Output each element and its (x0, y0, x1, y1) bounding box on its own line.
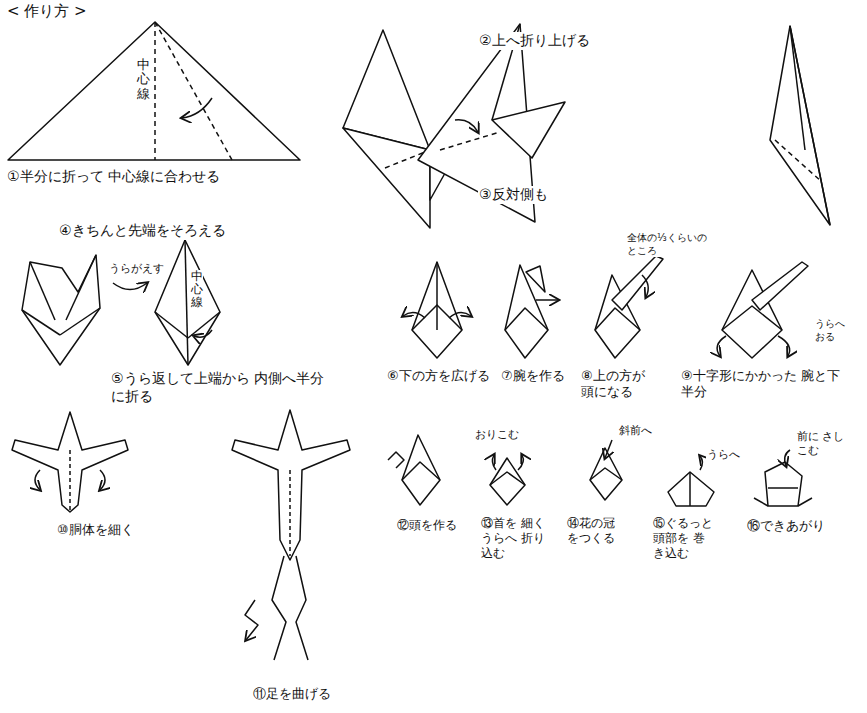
step-caption: ⑯できあがり (746, 518, 826, 534)
step-caption: ②上へ折り上げる (478, 32, 591, 50)
step-caption: ⑭花の冠 をつくる (566, 516, 630, 546)
step-caption: ⑩胴体を細く (56, 522, 135, 538)
step-caption: ⑤うら返して上端から 内側へ半分に折る (110, 370, 327, 405)
vertical-label: 中心線 (137, 58, 150, 101)
step-caption: 前に さしこむ (796, 430, 846, 458)
step-caption: うらへ おる (814, 318, 850, 343)
step-caption: ④きちんと先端をそろえる (58, 222, 227, 240)
step-caption: ①半分に折って 中心線に合わせる (6, 168, 221, 186)
step-caption: ⑨十字形にかかった 腕と下半分 (680, 368, 852, 401)
step-caption: ⑬首を 細くうらへ 折り込む (480, 516, 556, 561)
step-caption: ⑥下の方を広げる (386, 368, 491, 384)
step-caption: うらへ (706, 448, 741, 462)
step-caption: ⑪足を曲げる (252, 686, 332, 702)
step-caption: ⑦腕を作る (500, 368, 566, 384)
step-caption: ⑮ぐるっと 頭部を 巻き込む (652, 516, 716, 561)
step-caption: うらがえす (108, 262, 165, 276)
vertical-label: 中心線 (191, 270, 203, 310)
step-caption: 全体の⅓くらいの ところ (626, 232, 716, 257)
step-caption: おりこむ (474, 428, 520, 442)
step-caption: 斜前へ (618, 424, 653, 438)
page-title: < 作り方 > (6, 2, 88, 21)
step-caption: ⑫頭を作る (396, 518, 458, 533)
step-caption: ⑧上の方が 頭になる (580, 368, 660, 401)
step-caption: ③反対側も (478, 186, 549, 204)
